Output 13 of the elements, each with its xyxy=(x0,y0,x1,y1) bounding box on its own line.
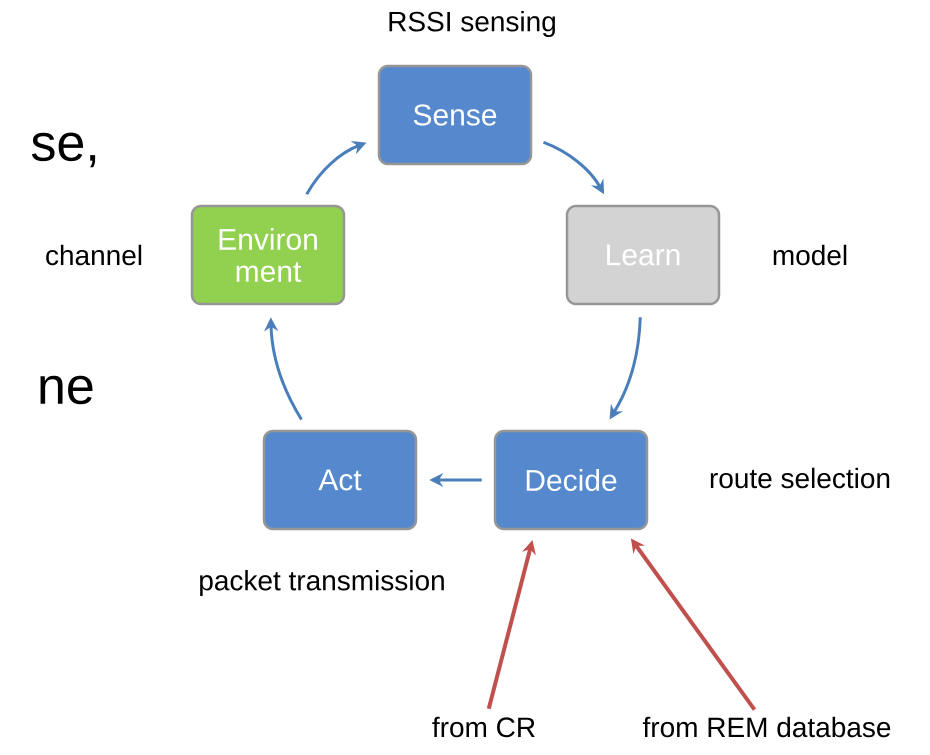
process-box: Sense xyxy=(378,64,532,166)
source-label: from REM database xyxy=(642,716,890,738)
process-box: Decide xyxy=(494,430,648,530)
side-label: route selection xyxy=(710,468,890,488)
side-label: packet transmission xyxy=(200,570,444,596)
side-label: RSSI sensing xyxy=(389,10,555,38)
side-label: channel xyxy=(46,244,142,266)
side-label: model xyxy=(774,244,846,266)
source-label: from CR xyxy=(432,716,535,738)
cut-text: ne xyxy=(40,376,92,404)
process-box: Act xyxy=(262,430,418,530)
process-box: Environ ment xyxy=(190,204,346,306)
cut-text: se, xyxy=(32,132,96,168)
